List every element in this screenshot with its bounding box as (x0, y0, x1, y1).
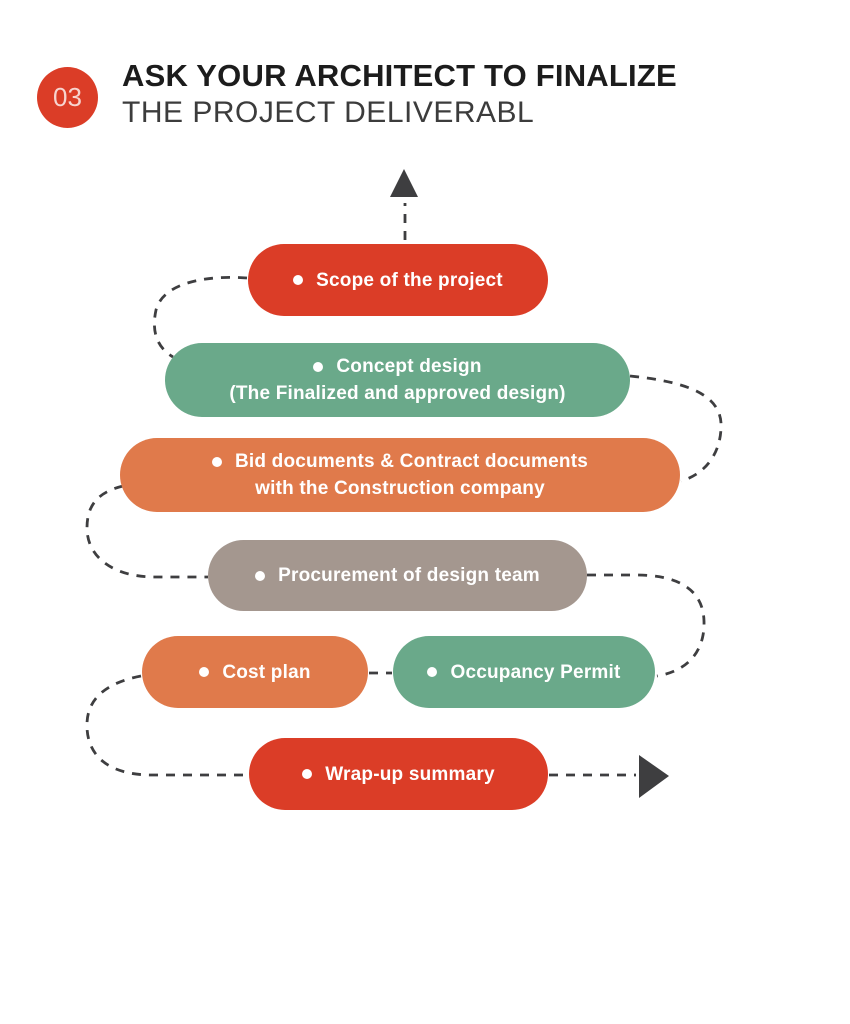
pill-label: Scope of the project (316, 269, 503, 291)
bullet-icon (255, 570, 266, 581)
dashed-connector-paths (85, 203, 723, 777)
pill-label: Bid documents & Contract documents (234, 451, 589, 472)
pill-label-line2: (The Finalized and approved design) (229, 383, 566, 404)
pill-bid-and-contract-documents: Bid documents & Contract documents with … (120, 438, 680, 512)
pill-label: Cost plan (222, 661, 311, 683)
arrow-up-icon (390, 169, 418, 197)
pill-label: Procurement of design team (278, 565, 540, 586)
pill-cost-plan: Cost plan (142, 636, 368, 708)
page-title: ASK YOUR ARCHITECT TO FINALIZE THE PROJE… (122, 57, 677, 131)
pill-label: Occupancy Permit (450, 661, 621, 683)
pill-procurement-of-design-team: Procurement of design team (208, 540, 587, 611)
bullet-icon (199, 667, 210, 677)
pill-label-line2: with the Construction company (255, 478, 545, 499)
pill-occupancy-permit: Occupancy Permit (393, 636, 655, 708)
bullet-icon (302, 769, 313, 779)
bullet-icon (293, 275, 304, 285)
pill-concept-design: Concept design (The Finalized and approv… (165, 343, 630, 417)
pill-label: Concept design (336, 356, 482, 377)
arrow-right-icon (639, 755, 669, 798)
title-line-1: ASK YOUR ARCHITECT TO FINALIZE (122, 58, 677, 93)
pill-label: Wrap-up summary (325, 763, 495, 785)
pill-wrap-up-summary: Wrap-up summary (249, 738, 548, 810)
step-number-label: 03 (53, 82, 82, 112)
bullet-icon (313, 361, 324, 372)
bullet-icon (427, 667, 438, 677)
bullet-icon (211, 456, 222, 467)
title-line-2: THE PROJECT DELIVERABL (122, 96, 535, 129)
step-number-badge: 03 (37, 67, 98, 128)
pill-scope-of-the-project: Scope of the project (248, 244, 548, 316)
